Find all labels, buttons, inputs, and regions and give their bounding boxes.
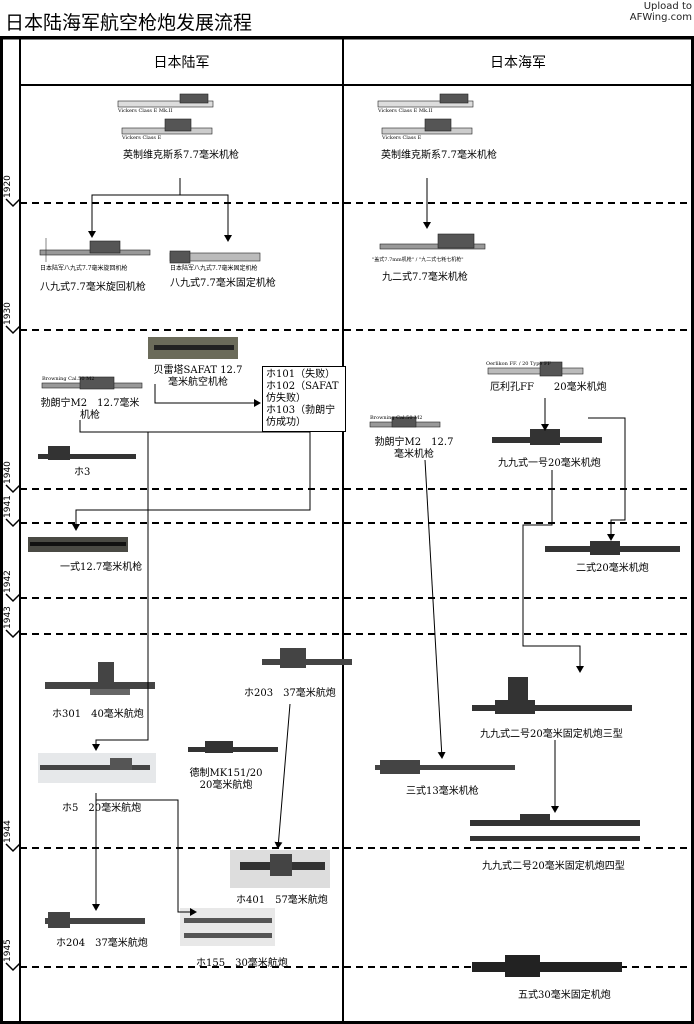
navy-type92-label: 九二式7.7毫米机枪 <box>382 272 468 283</box>
navy-flow-arrows <box>423 178 626 813</box>
army-safat-gun-icon <box>148 337 238 359</box>
army-ho3-gun-icon <box>38 446 136 460</box>
arrow-safat-to-ho-box <box>154 384 261 407</box>
navy-type99-2-3-label: 九九式二号20毫米固定机炮三型 <box>480 729 623 740</box>
army-ho203-label: ホ203 37毫米航炮 <box>244 688 336 699</box>
army-ho204-label: ホ204 37毫米航炮 <box>56 938 148 949</box>
army-ho5-label: ホ5 20毫米航炮 <box>62 803 142 814</box>
army-type89-flex-label: 八九式7.7毫米旋回机枪 <box>40 282 146 293</box>
army-ho155-gun-icon <box>180 908 275 946</box>
year-label-1920: 1920 <box>3 175 13 198</box>
page-title: 日本陆海军航空枪炮发展流程 <box>5 12 253 34</box>
navy-vickers-gun-icon <box>377 93 474 135</box>
period-dividers <box>20 202 692 968</box>
army-type89-flex-caption: 日本陆军八九式7.7毫米旋回机枪 <box>40 265 128 272</box>
navy-oerlikon-gun-icon <box>487 361 584 377</box>
navy-vickers-caption-top: Vickers Class E Mk.II <box>378 108 433 114</box>
watermark-line-1: Upload to <box>643 1 692 12</box>
army-browning-caption: Browning Cal.50 M2 <box>42 376 95 382</box>
navy-type3-13-gun-icon <box>375 760 515 774</box>
navy-type99-2-4-gun-icon <box>470 814 640 841</box>
army-column-header: 日本陆军 <box>153 55 210 71</box>
navy-type92-caption: "盖式7.7mm机枪" / "九二式七粍七机枪" <box>372 257 464 263</box>
navy-vickers-label: 英制维克斯系7.7毫米机枪 <box>381 150 497 161</box>
arrow-ho-box-to-type1 <box>72 432 311 531</box>
navy-oerlikon-label: 厄利孔FF 20毫米机炮 <box>490 382 607 393</box>
axis-chevrons <box>5 198 21 972</box>
army-type89-flex-gun-icon <box>39 238 151 262</box>
arrow-ho203-to-ho401 <box>274 703 291 849</box>
army-browning-label: 勃朗宁M2 12.7毫米机枪 <box>40 398 140 421</box>
army-type1-label: 一式12.7毫米机枪 <box>60 562 143 573</box>
year-label-1943: 1943 <box>3 606 13 629</box>
navy-type5-30-label: 五式30毫米固定机炮 <box>518 990 611 1001</box>
army-ho301-label: ホ301 40毫米航炮 <box>52 709 144 720</box>
arrow-browning-to-ho5 <box>92 432 149 751</box>
army-ho5-gun-icon <box>38 753 156 783</box>
year-label-1942: 1942 <box>3 570 13 593</box>
army-ho401-gun-icon <box>230 850 330 888</box>
outer-frame <box>0 36 694 1024</box>
navy-oerlikon-caption: Oerlikon FF. / 20 Type FF <box>486 361 551 367</box>
ho101-line: ホ101（失败） <box>266 369 336 380</box>
arrow-vickers-to-type89-flex <box>88 178 181 238</box>
army-ho203-gun-icon <box>262 648 352 668</box>
army-vickers-caption-bottom: Vickers Class E <box>122 135 162 141</box>
arrow-vickers-to-type89-fixed <box>180 194 232 242</box>
army-mk151-label: 德制MK151/20 20毫米航炮 <box>189 768 263 791</box>
navy-column-header: 日本海军 <box>490 55 546 71</box>
arrow-browning-to-type3-13 <box>424 459 446 759</box>
year-label-1930: 1930 <box>3 302 13 325</box>
army-type1-gun-icon <box>28 537 128 552</box>
army-vickers-gun-icon <box>117 93 214 135</box>
army-vickers-label: 英制维克斯系7.7毫米机枪 <box>123 150 239 161</box>
army-mk151-gun-icon <box>188 741 278 753</box>
army-ho3-label: ホ3 <box>74 467 91 478</box>
year-label-1944: 1944 <box>3 820 13 843</box>
ho103-line: ホ103（勃朗宁仿成功） <box>266 405 336 428</box>
year-label-1940: 1940 <box>3 461 13 484</box>
arrow-oerlikon-to-type2 <box>588 417 626 541</box>
navy-browning-caption: Browning Cal.50 M2 <box>370 415 423 421</box>
navy-browning-label: 勃朗宁M2 12.7毫米机枪 <box>374 437 454 460</box>
army-safat-label: 贝雷塔SAFAT 12.7毫米航空机枪 <box>153 365 243 388</box>
navy-type99-1-label: 九九式一号20毫米机炮 <box>498 458 601 469</box>
army-vickers-caption-top: Vickers Class E Mk.II <box>118 108 173 114</box>
arrow-type99-1-to-type99-2-3 <box>522 470 584 673</box>
navy-vickers-caption-bottom: Vickers Class E <box>382 135 422 141</box>
army-flow-arrows <box>72 178 311 916</box>
army-ho204-gun-icon <box>45 912 145 928</box>
ho-development-box: ホ101（失败） ホ102（SAFAT仿失败） ホ103（勃朗宁仿成功） <box>262 366 346 432</box>
arrow-browning-to-ho-box <box>79 420 310 433</box>
army-browning-gun-icon <box>41 376 143 390</box>
year-label-1945: 1945 <box>3 939 13 962</box>
army-type89-fixed-caption: 日本陆军八九式7.7毫米固定机枪 <box>170 265 258 272</box>
ho102-line: ホ102（SAFAT仿失败） <box>266 381 339 404</box>
navy-type99-2-4-label: 九九式二号20毫米固定机炮四型 <box>482 861 625 872</box>
army-ho401-label: ホ401 57毫米航炮 <box>236 895 328 906</box>
arrow-ho5-to-ho155 <box>96 799 197 916</box>
navy-type3-13-label: 三式13毫米机枪 <box>406 786 479 797</box>
watermark-line-2: AFWing.com <box>629 12 692 23</box>
year-label-1941: 1941 <box>3 495 13 518</box>
navy-browning-gun-icon <box>369 416 441 428</box>
navy-type2-gun-icon <box>545 541 680 555</box>
army-type89-fixed-label: 八九式7.7毫米固定机枪 <box>170 278 276 289</box>
navy-type5-30-gun-icon <box>472 955 622 977</box>
watermark: Upload to AFWing.com <box>630 1 692 23</box>
navy-type92-gun-icon <box>379 233 486 250</box>
army-ho155-label: ホ155 30毫米航炮 <box>196 958 288 969</box>
navy-type99-2-3-gun-icon <box>472 677 632 714</box>
navy-type99-1-gun-icon <box>492 429 602 445</box>
army-ho301-gun-icon <box>45 662 155 695</box>
navy-type2-20-label: 二式20毫米机炮 <box>576 563 649 574</box>
army-type89-fixed-gun-icon <box>169 250 261 264</box>
